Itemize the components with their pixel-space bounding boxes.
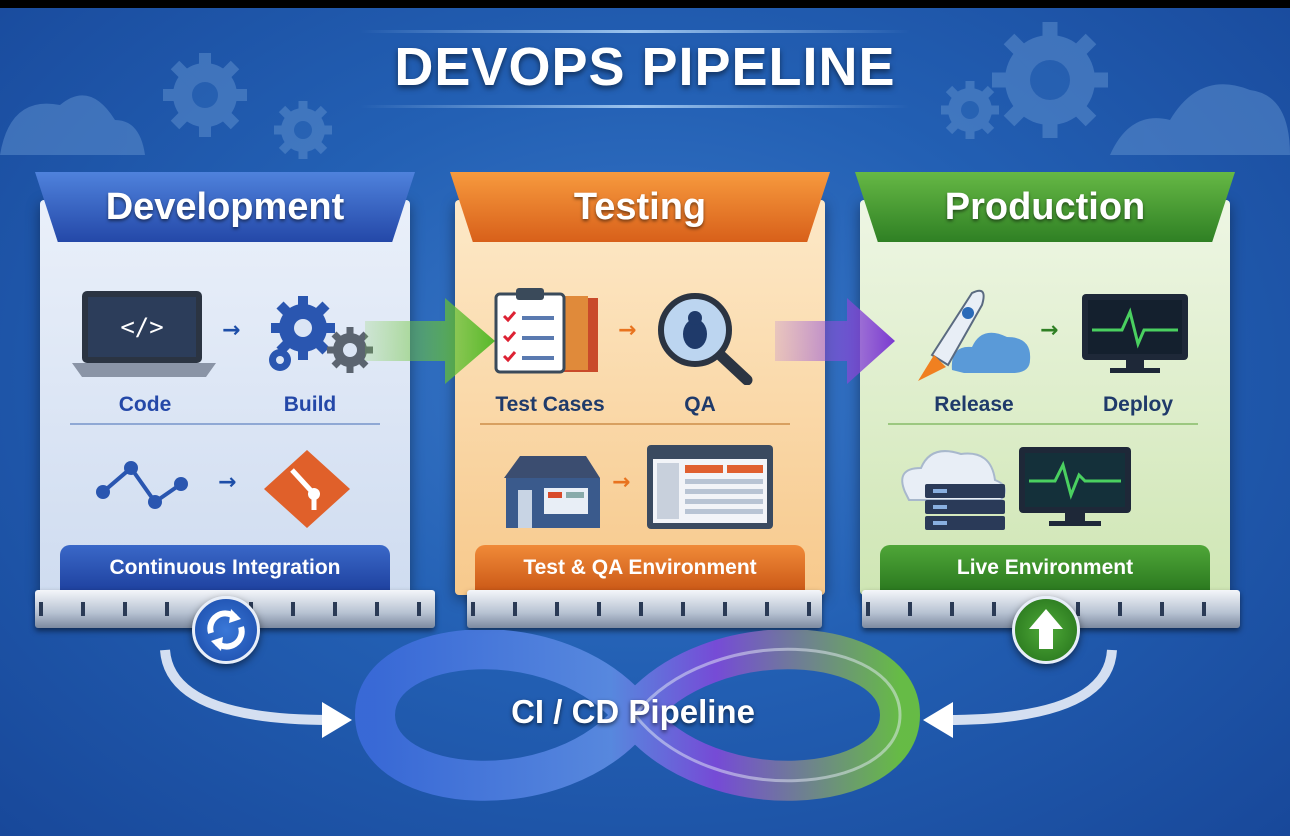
qa-magnifier-bug-icon: [658, 293, 753, 385]
item-label-test-cases: Test Cases: [495, 393, 605, 416]
gear-icon: [992, 22, 1108, 138]
cloud-server-icon: [901, 450, 1006, 530]
gear-icon: [941, 81, 999, 139]
test-dashboard-window-icon: [647, 445, 773, 529]
arrow-right-icon: →: [1040, 318, 1059, 343]
sync-cycle-icon: [192, 596, 260, 664]
svg-text:</>: </>: [120, 313, 163, 341]
arrow-dev-to-test-icon: [365, 298, 495, 384]
production-panel: [860, 200, 1230, 595]
page-title: DEVOPS PIPELINE: [394, 37, 896, 97]
cloud-icon: [0, 95, 145, 155]
title-line-top: [360, 30, 910, 33]
arrow-test-to-prod-icon: [775, 298, 895, 384]
arrow-right-icon: →: [218, 470, 237, 495]
gear-icon: [274, 101, 332, 159]
release-rocket-cloud-icon: [918, 289, 1031, 381]
feedback-arrows: [160, 630, 1117, 801]
deploy-monitor-icon: [1082, 294, 1188, 373]
item-label-release: Release: [934, 393, 1014, 416]
live-monitor-icon: [1019, 447, 1131, 526]
conveyor-rail-testing: [467, 590, 822, 628]
divider: [888, 423, 1198, 425]
upload-arrow-icon: [1012, 596, 1080, 664]
divider: [70, 423, 380, 425]
stage-footer-production: Live Environment: [880, 545, 1210, 590]
stage-header-production: Production: [855, 172, 1235, 242]
cicd-pipeline-label: CI / CD Pipeline: [511, 693, 755, 730]
git-branch-icon: [96, 461, 188, 509]
decorative-gears-clouds: [0, 22, 1290, 159]
top-black-bar: [0, 0, 1290, 8]
arrow-right-icon: →: [222, 318, 241, 343]
title-line-bottom: [360, 105, 910, 108]
gears-build-icon: [269, 296, 373, 373]
stage-header-testing: Testing: [450, 172, 830, 242]
test-cases-clipboard-icon: [494, 288, 598, 374]
item-label-build: Build: [283, 393, 337, 416]
git-logo-icon: [264, 450, 350, 528]
stage-footer-testing: Test & QA Environment: [475, 545, 805, 590]
stage-header-development: Development: [35, 172, 415, 242]
arrow-right-icon: →: [612, 470, 631, 495]
item-label-deploy: Deploy: [1102, 393, 1173, 416]
cloud-icon: [1110, 84, 1290, 155]
stage-footer-development: Continuous Integration: [60, 545, 390, 590]
item-label-code: Code: [118, 393, 172, 416]
testing-panel: [455, 200, 825, 595]
divider: [480, 423, 790, 425]
laptop-code-icon: </>: [72, 291, 216, 377]
curved-arrow-left-icon: [160, 649, 331, 725]
test-environment-building-icon: [504, 456, 600, 528]
item-label-qa: QA: [684, 393, 716, 416]
gear-icon: [163, 53, 247, 137]
arrow-right-icon: →: [618, 318, 637, 343]
curved-arrow-right-icon: [944, 649, 1117, 725]
development-panel: [40, 200, 410, 595]
